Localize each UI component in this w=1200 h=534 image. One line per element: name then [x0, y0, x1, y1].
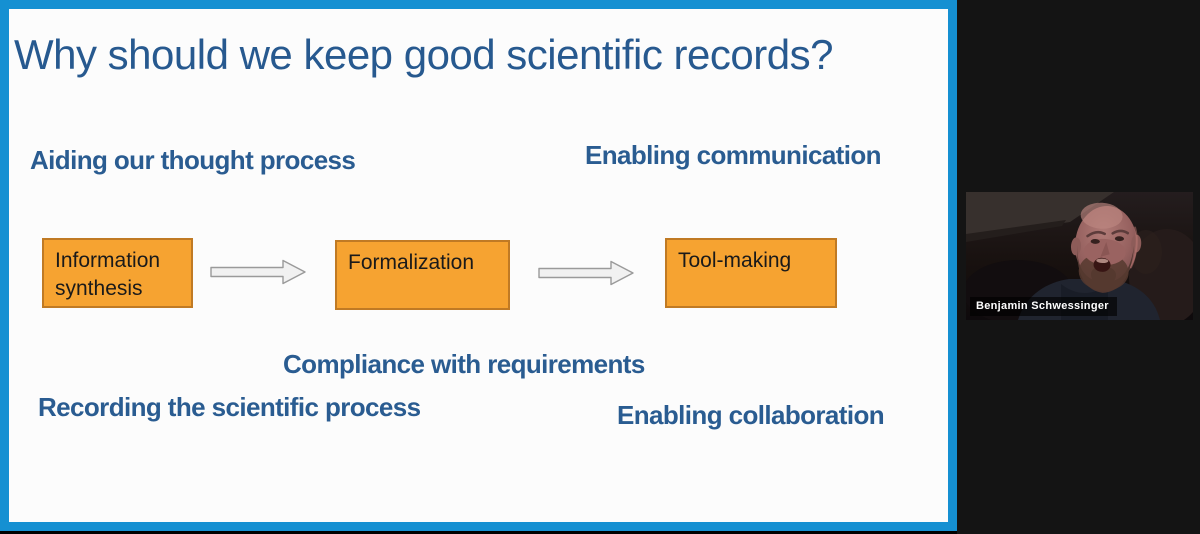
slide-title: Why should we keep good scientific recor…: [14, 31, 833, 78]
flow-box-label: Tool-making: [678, 249, 792, 272]
presentation-slide: Why should we keep good scientific recor…: [0, 0, 957, 531]
label-aiding-thought-process: Aiding our thought process: [30, 145, 356, 175]
meeting-sidebar: Benjamin Schwessinger: [957, 0, 1200, 534]
flow-box-formalization: Formalization: [335, 240, 510, 310]
flow-box-label: Information synthesis: [55, 249, 161, 300]
label-compliance-requirements: Compliance with requirements: [283, 349, 645, 379]
flow-box-tool-making: Tool-making: [665, 238, 837, 308]
label-enabling-collaboration: Enabling collaboration: [617, 400, 885, 430]
label-recording-process: Recording the scientific process: [38, 392, 421, 422]
participant-video-tile[interactable]: Benjamin Schwessinger: [966, 192, 1193, 320]
participant-name-label: Benjamin Schwessinger: [970, 297, 1117, 316]
flow-box-label: Formalization: [348, 251, 475, 274]
right-arrow-icon: [210, 259, 306, 285]
right-arrow-icon: [538, 260, 634, 286]
label-enabling-communication: Enabling communication: [585, 140, 882, 170]
flow-box-information-synthesis: Information synthesis: [42, 238, 193, 308]
